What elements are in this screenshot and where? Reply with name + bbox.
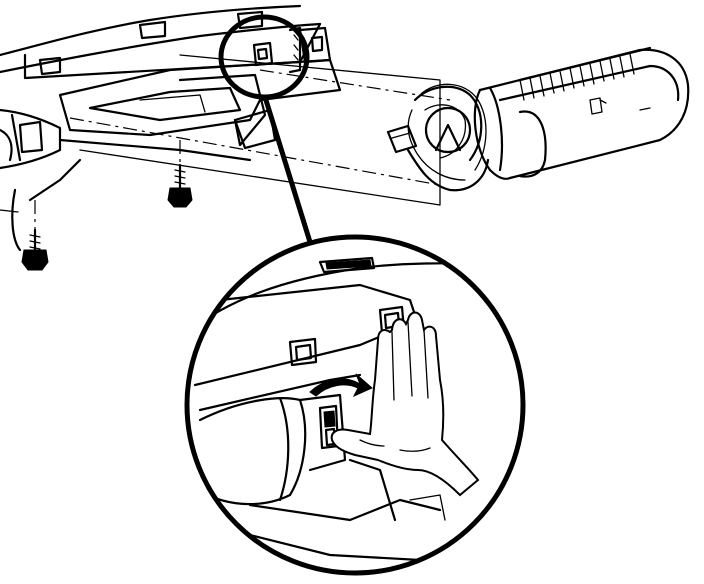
retaining-clip bbox=[309, 373, 373, 450]
mounting-screw-lower bbox=[21, 228, 49, 271]
dashboard-panel bbox=[0, 4, 342, 252]
detail-leader bbox=[218, 14, 313, 245]
mounting-screw-upper bbox=[167, 163, 193, 208]
detail-circle-clip bbox=[252, 26, 302, 74]
detail-callout-circle bbox=[184, 234, 526, 576]
wiring-harness-connector bbox=[386, 83, 490, 192]
airbag-module bbox=[473, 46, 690, 180]
hand bbox=[330, 311, 480, 497]
